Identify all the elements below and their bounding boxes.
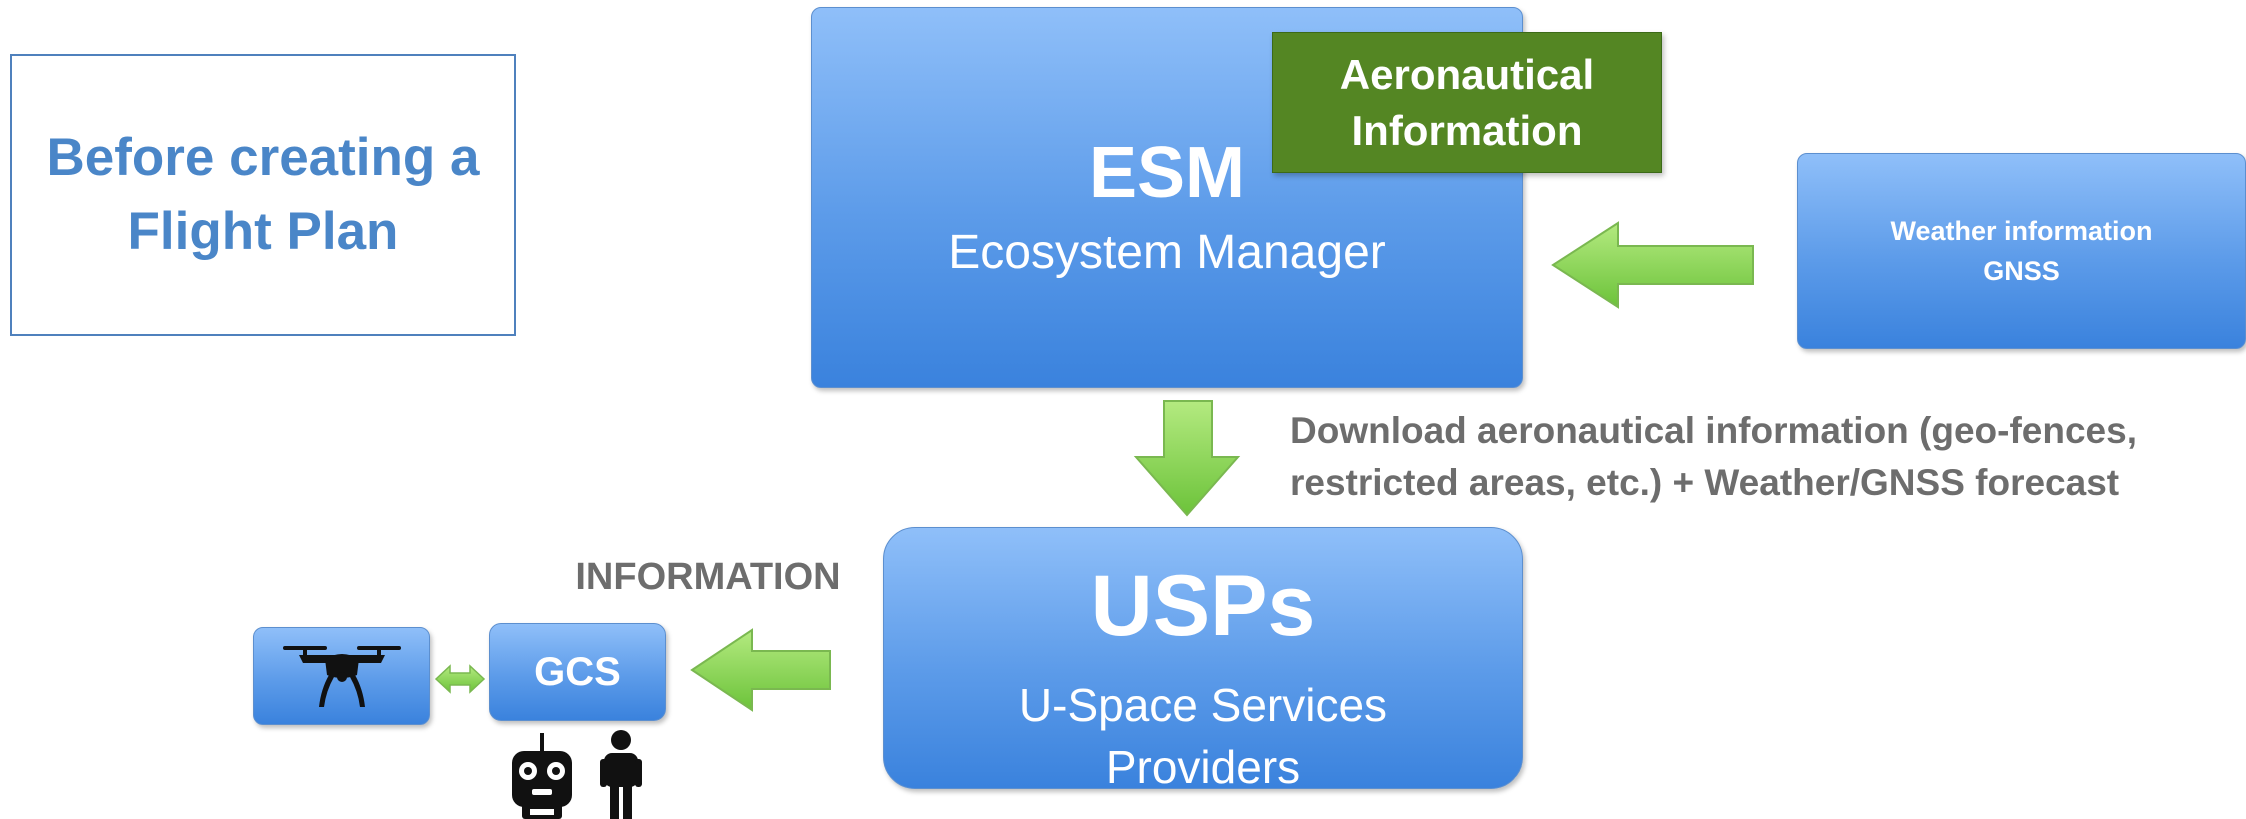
green-arrow-icon [690, 628, 831, 712]
esm-full-name: Ecosystem Manager [948, 226, 1386, 279]
weather-gnss-box: Weather information GNSS [1797, 153, 2246, 349]
gcs-label: GCS [534, 649, 621, 694]
remote-controller-icon [512, 733, 572, 819]
usps-full-name: U-Space Services Providers [1018, 679, 1388, 793]
drone-icon [282, 646, 401, 707]
weather-gnss-label: Weather information GNSS [1890, 216, 2153, 286]
double-arrow-icon [434, 664, 486, 694]
green-arrow-icon [1133, 400, 1241, 517]
title-box: Before creating a Flight Plan [10, 54, 516, 336]
usps-abbreviation: USPs [1090, 558, 1316, 654]
diagram-title: Before creating a Flight Plan [46, 128, 480, 261]
green-arrow-icon [1551, 221, 1754, 309]
gcs-box: GCS [489, 623, 666, 721]
person-icon [600, 730, 642, 819]
download-information-note: Download aeronautical information (geo-f… [1290, 410, 2137, 503]
usps-box: USPs U-Space Services Providers [883, 527, 1523, 793]
aeronautical-information-label: Aeronautical Information [1339, 50, 1595, 154]
esm-abbreviation: ESM [1088, 133, 1246, 213]
drone-box [253, 627, 430, 725]
information-label: INFORMATION [575, 556, 841, 598]
aeronautical-information-box: Aeronautical Information [1272, 32, 1662, 173]
